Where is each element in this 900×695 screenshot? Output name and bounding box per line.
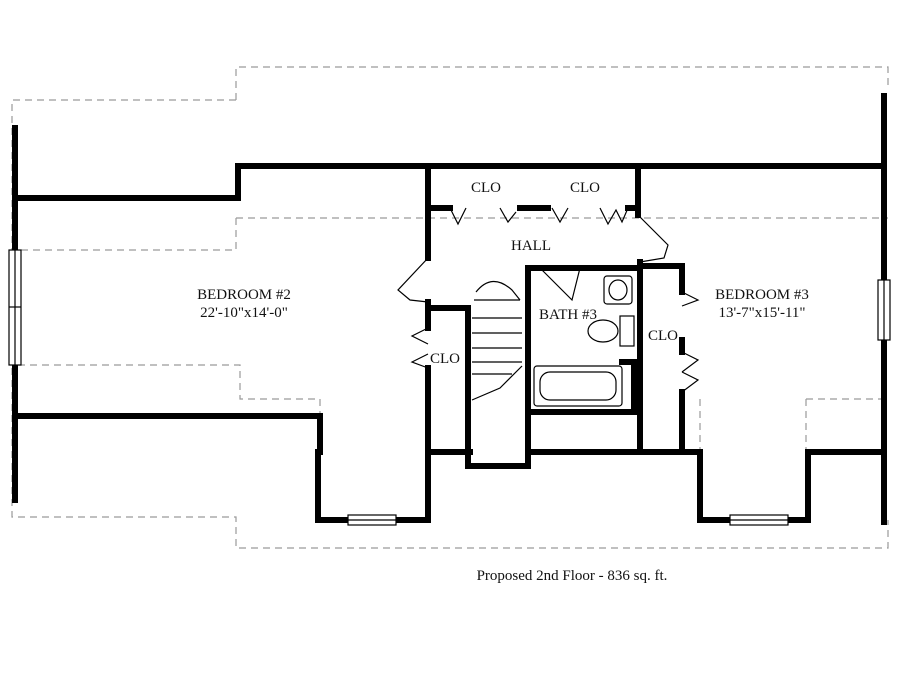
exterior-walls xyxy=(12,93,887,525)
bedroom2-label: BEDROOM #2 xyxy=(197,287,291,303)
bath3-label: BATH #3 xyxy=(539,307,597,323)
bedroom3-label: BEDROOM #3 xyxy=(715,287,809,303)
doors-fixtures xyxy=(397,207,700,407)
plan-caption: Proposed 2nd Floor - 836 sq. ft. xyxy=(477,568,668,584)
clo-top-left-label: CLO xyxy=(471,180,501,196)
bedroom3-dims: 13'-7"x15'-11" xyxy=(718,305,805,321)
clo-mid-label: CLO xyxy=(430,351,460,367)
room-labels: BEDROOM #2 22'-10"x14'-0" HALL CLO CLO B… xyxy=(197,180,809,367)
bedroom2-dims: 22'-10"x14'-0" xyxy=(200,305,288,321)
hall-label: HALL xyxy=(511,238,551,254)
clo-right-label: CLO xyxy=(648,328,678,344)
windows xyxy=(8,249,891,526)
clo-top-right-label: CLO xyxy=(570,180,600,196)
